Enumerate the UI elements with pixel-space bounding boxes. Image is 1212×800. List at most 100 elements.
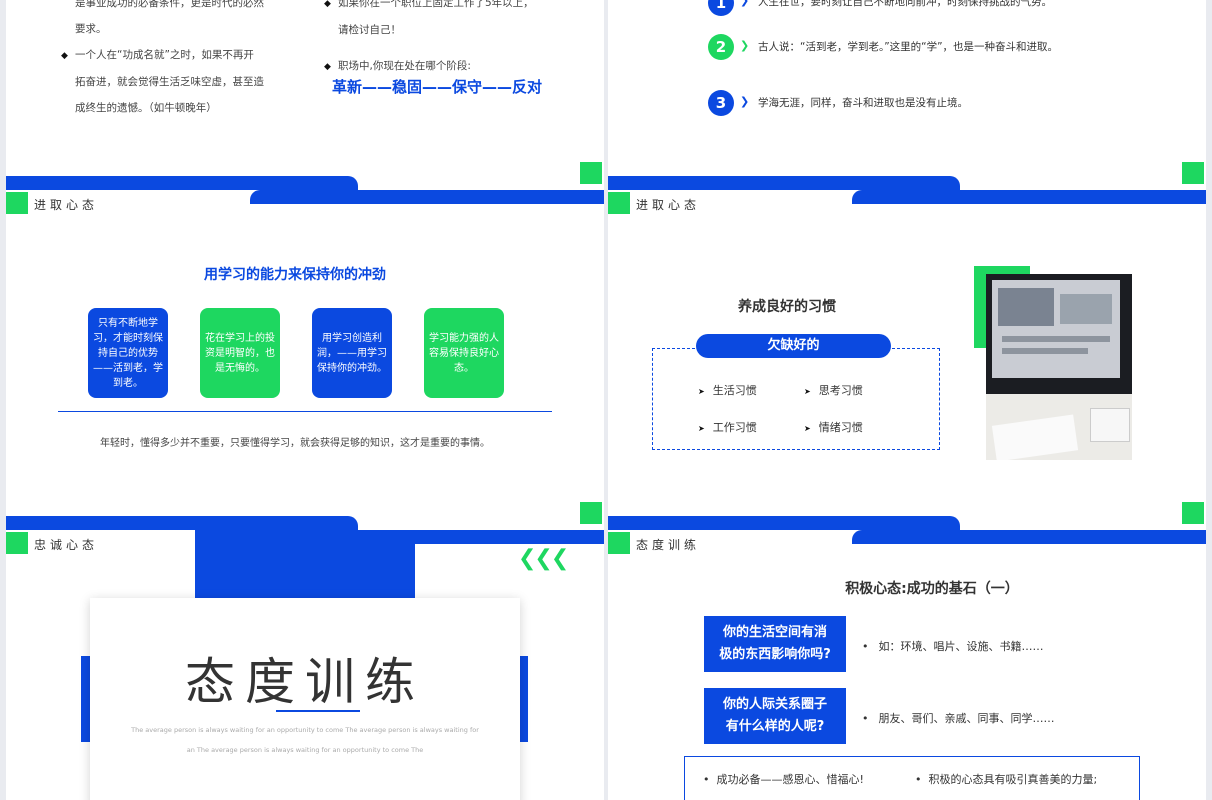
text-line: 要求。 <box>75 23 107 35</box>
item-text-1: 人生在世，要时刻让自己不断地向前冲，时刻保持挑战的气势。 <box>758 0 1052 8</box>
bullet-dot-icon: • <box>862 712 869 725</box>
number-badge-2: 2 <box>708 34 734 60</box>
bottom-item-2: • 积极的心态具有吸引真善美的力量; <box>915 771 1097 787</box>
header-bar <box>852 530 1206 544</box>
header-square <box>6 532 28 554</box>
section-title: 忠诚心态 <box>34 538 99 552</box>
bottom-text: 成功必备——感恩心、惜福心! <box>716 773 864 786</box>
habit-label: 生活习惯 <box>712 384 757 397</box>
bottom-bar <box>608 176 960 190</box>
slide1-col1: 是事业成功的必备条件，更是时代的必然 要求。 ◆ 一个人在“功成名就”之时，如果不… <box>61 0 281 121</box>
section-title: 进取心态 <box>34 198 99 212</box>
bottom-bar <box>6 176 358 190</box>
habit-item: ➤ 生活习惯 <box>698 382 757 398</box>
habits-pill: 欠缺好的 <box>696 334 891 358</box>
green-square <box>580 162 602 184</box>
divider <box>58 411 552 412</box>
big-title: 态度训练 <box>185 653 425 711</box>
text-line: 成终生的遗憾。（如牛顿晚年） <box>75 102 217 114</box>
question-line: 你的人际关系圈子 <box>722 697 827 712</box>
info-card-2: 花在学习上的投资是明智的，也是无悔的。 <box>200 308 280 398</box>
arrow-right-icon: ➤ <box>698 387 705 396</box>
chevron-right-icon: ❯ <box>740 0 750 7</box>
info-card-3: 用学习创造利润，——用学习保持你的冲劲。 <box>312 308 392 398</box>
diamond-icon: ◆ <box>61 51 68 61</box>
green-square <box>1182 502 1204 524</box>
header-bar <box>250 190 604 204</box>
bullet-dot-icon: • <box>915 773 929 786</box>
answer-1: •如：环境、唱片、设施、书籍…… <box>862 638 1044 654</box>
slide-heading: 积极心态:成功的基石（一） <box>845 581 1019 597</box>
blue-block <box>195 530 415 600</box>
question-line: 极的东西影响你吗? <box>719 647 831 662</box>
chevrons-left-icon: ❮❮❮ <box>518 546 569 571</box>
slide-4[interactable]: 进取心态 养成良好的习惯 欠缺好的 ➤ 生活习惯 ➤ 思考习惯 ➤ 工作习惯 ➤ 情绪习… <box>608 190 1206 530</box>
stages-text: 革新——稳固——保守——反对 <box>332 78 543 96</box>
slide1-col2: ◆ 如果你在一个职位上固定工作了5年以上， 请检讨自己！ ◆ 职场中,你现在处在哪个… <box>324 0 564 80</box>
card-text: 学习能力强的人容易保持良好心态。 <box>429 332 499 374</box>
card-text: 用学习创造利润，——用学习保持你的冲劲。 <box>317 332 387 374</box>
question-line: 有什么样的人呢? <box>725 719 825 734</box>
header-square <box>608 532 630 554</box>
chevron-right-icon: ❯ <box>740 39 750 52</box>
habit-label: 工作习惯 <box>712 421 757 434</box>
slide-5[interactable]: 忠诚心态 ❮❮❮ 态度训练 The average person is alwa… <box>6 530 604 800</box>
section-title: 进取心态 <box>636 198 701 212</box>
arrow-right-icon: ➤ <box>698 424 705 433</box>
answer-text: 朋友、哥们、亲戚、同事、同学…… <box>878 712 1055 725</box>
arrow-right-icon: ➤ <box>804 424 811 433</box>
slide-heading: 用学习的能力来保持你的冲劲 <box>204 267 386 283</box>
item-text-2: 古人说：“活到老，学到老。”这里的“学”，也是一种奋斗和进取。 <box>758 41 1059 53</box>
monitor-shape <box>986 274 1132 394</box>
header-square <box>6 192 28 214</box>
text-line: 如果你在一个职位上固定工作了5年以上， <box>338 0 534 9</box>
question-box-2: 你的人际关系圈子有什么样的人呢? <box>704 688 846 744</box>
bottom-bar <box>608 516 960 530</box>
slide-heading: 养成良好的习惯 <box>738 299 836 315</box>
number-badge-1: 1 <box>708 0 734 16</box>
number-badge-3: 3 <box>708 90 734 116</box>
text-line: 请检讨自己！ <box>338 24 401 36</box>
habit-item: ➤ 情绪习惯 <box>804 419 863 435</box>
header-square <box>608 192 630 214</box>
slide-2[interactable]: 1 ❯ 人生在世，要时刻让自己不断地向前冲，时刻保持挑战的气势。 2 ❯ 古人说… <box>608 0 1206 190</box>
green-square <box>580 502 602 524</box>
bottom-bar <box>6 516 358 530</box>
desk-photo <box>986 274 1132 460</box>
info-card-1: 只有不断地学习，才能时刻保持自己的优势——活到老，学到老。 <box>88 308 168 398</box>
slide-3[interactable]: 进取心态 用学习的能力来保持你的冲劲 只有不断地学习，才能时刻保持自己的优势——… <box>6 190 604 530</box>
answer-2: • 朋友、哥们、亲戚、同事、同学…… <box>862 710 1055 726</box>
header-bar <box>852 190 1206 204</box>
keyboard-shape <box>1090 408 1130 442</box>
bottom-item-1: • 成功必备——感恩心、惜福心! <box>703 771 864 787</box>
bullet-dot-icon: • <box>703 773 717 786</box>
chevron-right-icon: ❯ <box>740 95 750 108</box>
slide-6[interactable]: 态度训练 积极心态:成功的基石（一） 你的生活空间有消极的东西影响你吗? •如：… <box>608 530 1206 800</box>
bullet-dot-icon: • <box>862 640 869 653</box>
habit-label: 情绪习惯 <box>818 421 863 434</box>
info-card-4: 学习能力强的人容易保持良好心态。 <box>424 308 504 398</box>
habit-item: ➤ 工作习惯 <box>698 419 757 435</box>
bottom-text: 积极的心态具有吸引真善美的力量; <box>928 773 1098 786</box>
bottom-box: • 成功必备——感恩心、惜福心! • 积极的心态具有吸引真善美的力量; <box>684 756 1140 800</box>
title-underline <box>276 710 360 712</box>
section-title: 态度训练 <box>636 538 701 552</box>
title-card: 态度训练 The average person is always waitin… <box>90 598 520 800</box>
question-line: 你的生活空间有消 <box>722 625 827 640</box>
card-text: 花在学习上的投资是明智的，也是无悔的。 <box>205 332 275 374</box>
text-line: 是事业成功的必备条件，更是时代的必然 <box>75 0 264 9</box>
footer-text: 年轻时，懂得多少并不重要，只要懂得学习，就会获得足够的知识，这才是重要的事情。 <box>100 438 490 449</box>
diamond-icon: ◆ <box>324 62 331 72</box>
habit-label: 思考习惯 <box>818 384 863 397</box>
habit-item: ➤ 思考习惯 <box>804 382 863 398</box>
item-text-3: 学海无涯，同样，奋斗和进取也是没有止境。 <box>758 97 968 109</box>
green-square <box>1182 162 1204 184</box>
habits-box <box>652 348 940 450</box>
header-bar <box>415 530 604 544</box>
arrow-right-icon: ➤ <box>804 387 811 396</box>
slide-1[interactable]: 是事业成功的必备条件，更是时代的必然 要求。 ◆ 一个人在“功成名就”之时，如果不… <box>6 0 604 190</box>
text-line: 职场中,你现在处在哪个阶段: <box>338 60 471 72</box>
diamond-icon: ◆ <box>324 0 331 9</box>
question-box-1: 你的生活空间有消极的东西影响你吗? <box>704 616 846 672</box>
text-line: 一个人在“功成名就”之时，如果不再开 <box>75 49 254 61</box>
